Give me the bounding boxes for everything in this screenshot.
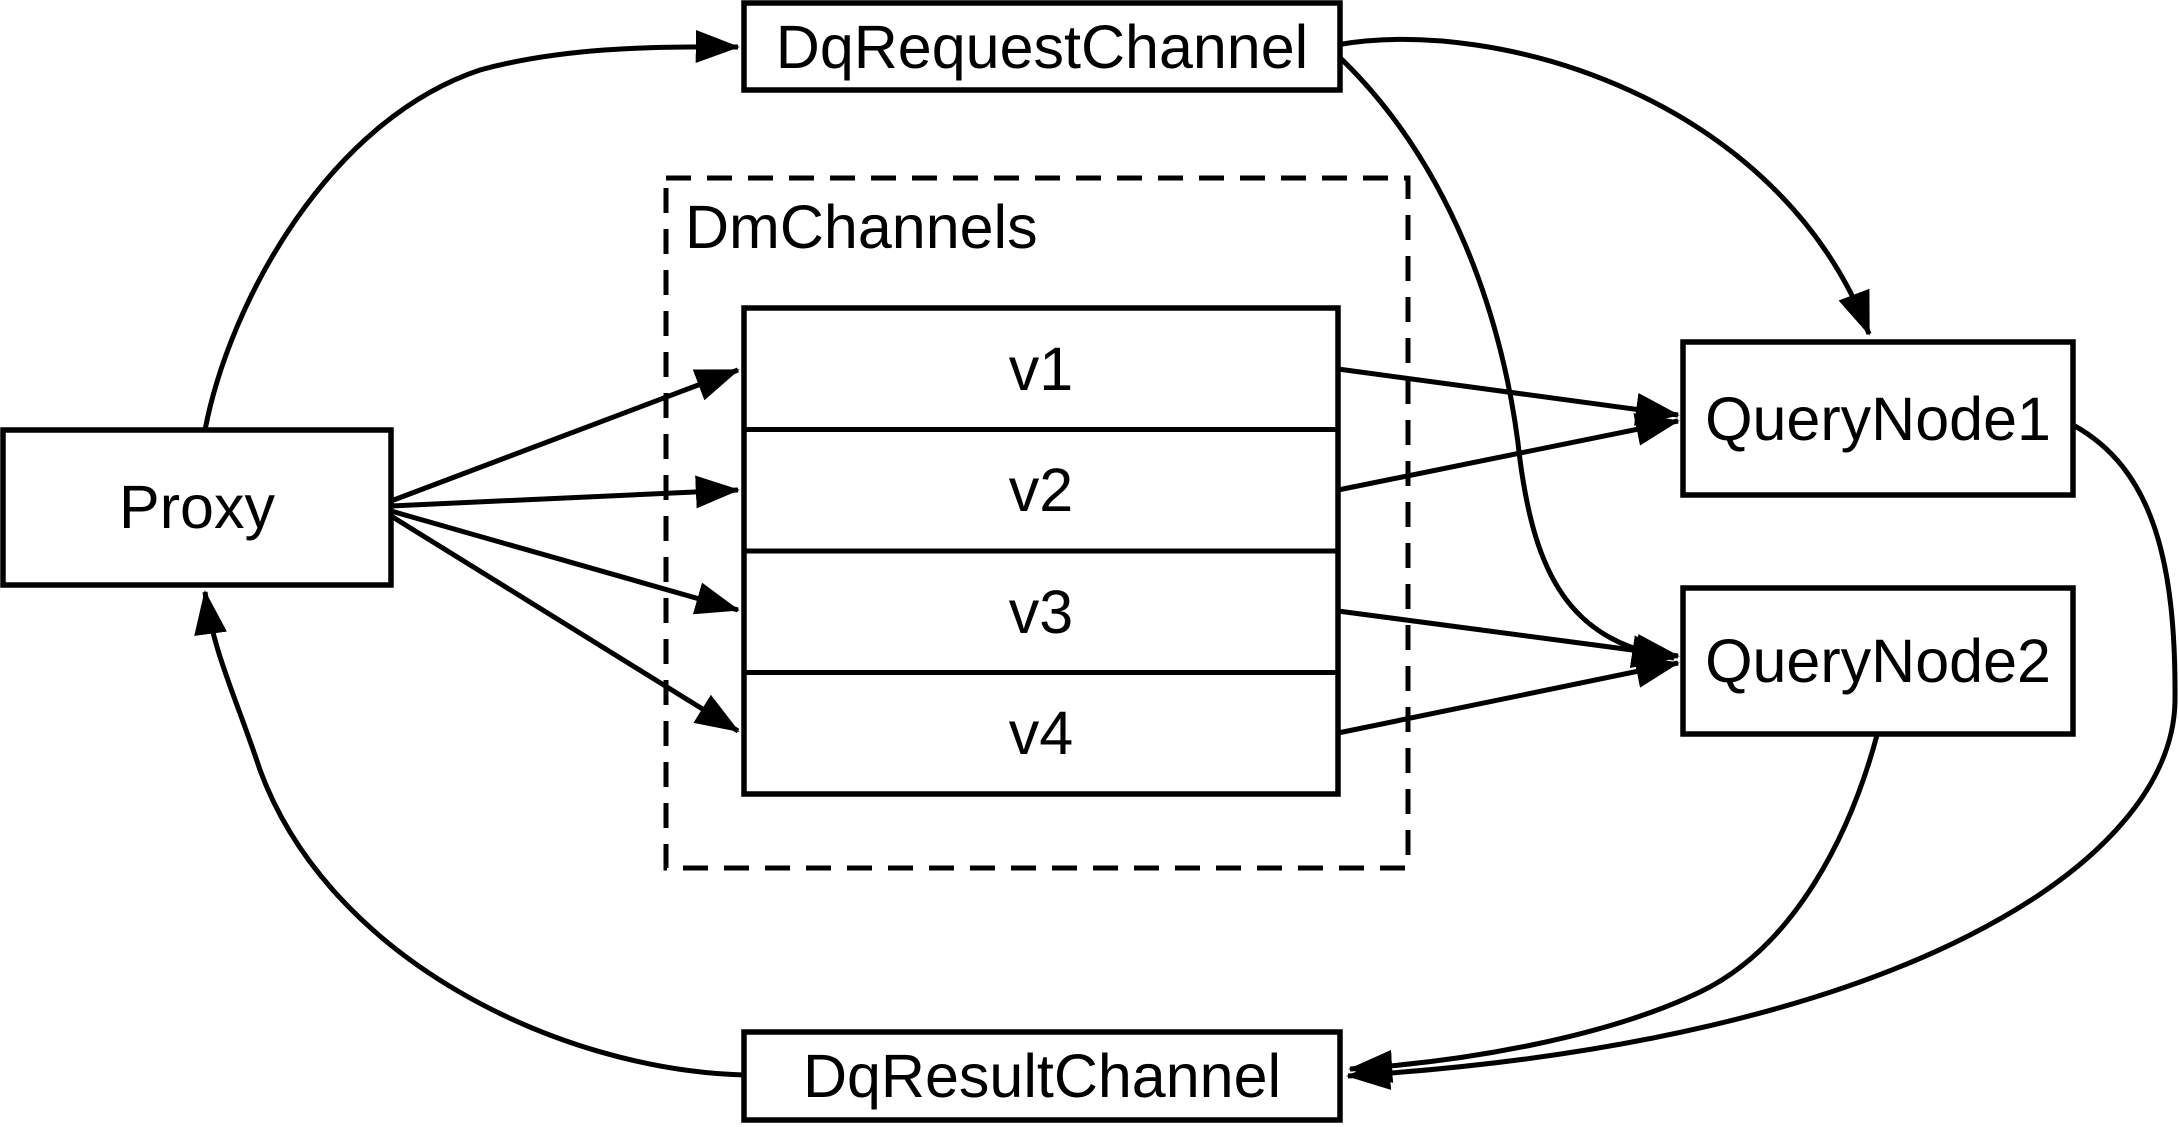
edge-dqrequestchannel-to-querynode1: [1335, 37, 1872, 336]
dq-result-channel-label: DqResultChannel: [803, 1042, 1281, 1110]
edge-proxy-to-v1: [390, 367, 740, 504]
edge-querynode1-to-dqresultchannel: [1346, 422, 2178, 1090]
edge-dqresultchannel-to-proxy: [194, 590, 745, 1078]
node-dq-result-channel: DqResultChannel: [741, 1029, 1343, 1123]
node-proxy: Proxy: [0, 427, 394, 588]
edge-proxy-to-v3: [390, 508, 740, 615]
edge-v1-to-querynode1: [1337, 366, 1680, 426]
edge-v2-to-querynode1: [1337, 413, 1680, 493]
channel-row-v1: v1: [1009, 335, 1073, 403]
edge-proxy-to-v2: [390, 475, 740, 509]
dm-channels-label: DmChannels: [685, 193, 1038, 261]
edge-proxy-to-v4: [389, 513, 740, 734]
query-node-1-box: [1680, 339, 2076, 498]
proxy-label: Proxy: [119, 473, 275, 541]
dm-channels-table: v1 v2 v3 v4: [741, 305, 1341, 797]
node-query-node-2: QueryNode2: [1680, 585, 2076, 737]
edge-v3-to-querynode2: [1337, 608, 1680, 667]
query-node-2-box: [1680, 585, 2076, 737]
channel-row-v2: v2: [1009, 456, 1073, 524]
query-node-2-label: QueryNode2: [1705, 627, 2051, 695]
channel-row-v4: v4: [1009, 699, 1073, 767]
proxy-box: [0, 427, 394, 588]
node-dq-request-channel: DqRequestChannel: [741, 0, 1343, 93]
edge-dqrequestchannel-to-querynode2: [1332, 50, 1676, 668]
edges: [194, 30, 2178, 1090]
node-query-node-1: QueryNode1: [1680, 339, 2076, 498]
edge-v4-to-querynode2: [1337, 655, 1680, 736]
query-node-1-label: QueryNode1: [1705, 385, 2051, 453]
channel-row-v3: v3: [1009, 578, 1073, 646]
edge-querynode2-to-dqresultchannel: [1348, 734, 1880, 1083]
dm-channels-group: DmChannels v1 v2 v3 v4: [663, 175, 1411, 871]
dq-request-channel-box: [741, 0, 1343, 93]
dq-result-channel-box: [741, 1029, 1343, 1123]
dm-channels-dashed-box: [663, 175, 1411, 871]
edge-proxy-to-dqrequestchannel: [202, 30, 740, 431]
dq-request-channel-label: DqRequestChannel: [776, 13, 1308, 81]
